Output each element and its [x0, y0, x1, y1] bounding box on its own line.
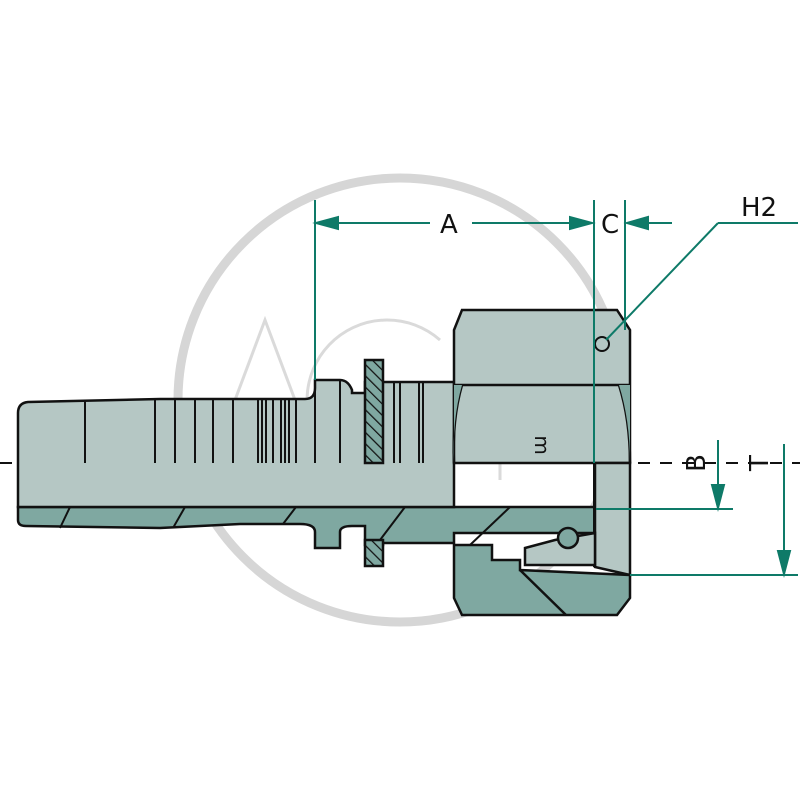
dimension-label-t: T [744, 455, 775, 471]
dimension-lines [312, 200, 798, 578]
dimension-label-b: B [681, 454, 712, 472]
dimension-label-a: A [440, 210, 458, 240]
nut-right-body [593, 461, 632, 577]
barb-lines [84, 380, 424, 463]
nut-stamp: ɯ [527, 436, 551, 455]
dimension-label-c: C [601, 210, 620, 240]
o-ring [556, 526, 580, 550]
section-hatch [59, 506, 511, 546]
stem-body [16, 378, 456, 509]
dimension-label-h2: H2 [741, 193, 778, 223]
washer [363, 358, 385, 568]
stem-section [16, 505, 597, 550]
